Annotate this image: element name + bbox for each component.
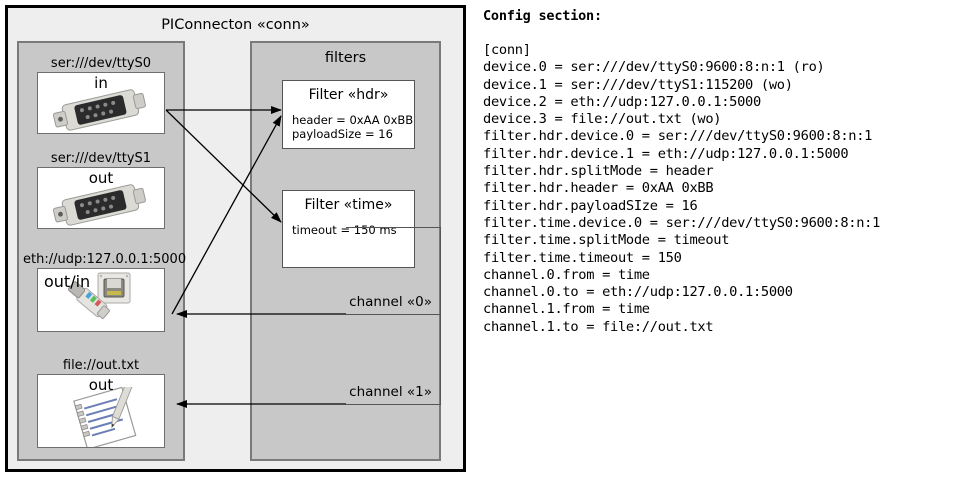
filter-property: timeout = 150 ms — [292, 223, 397, 237]
config-line: filter.time.splitMode = timeout — [483, 232, 730, 249]
config-line: channel.0.to = eth://udp:127.0.0.1:5000 — [483, 284, 793, 301]
channel-label: channel «0» — [349, 294, 432, 310]
config-line: filter.hdr.payloadSIze = 16 — [483, 197, 698, 214]
filter-property: payloadSize = 16 — [292, 127, 393, 141]
config-lines: [conn]device.0 = ser:///dev/ttyS0:9600:8… — [483, 42, 961, 336]
device-box[interactable]: out/in — [37, 268, 165, 332]
filters-panel-title: filters — [324, 50, 367, 66]
serial-port-icon — [52, 184, 146, 226]
ethernet-icon — [67, 272, 131, 319]
device-box[interactable]: out — [37, 167, 165, 229]
config-line: filter.time.device.0 = ser:///dev/ttyS0:… — [483, 214, 881, 231]
device-ethernet[interactable]: eth://udp:127.0.0.1:5000 out/in — [23, 252, 187, 332]
channel-0-box[interactable]: channel «0» — [346, 227, 441, 315]
config-line: filter.hdr.header = 0xAA 0xBB — [483, 180, 714, 197]
device-direction: in — [94, 74, 108, 92]
device-box[interactable]: in — [37, 72, 165, 134]
config-line: filter.hdr.device.0 = ser:///dev/ttyS0:9… — [483, 128, 873, 145]
device-direction: out — [88, 376, 114, 394]
device-label: file://out.txt — [62, 358, 140, 373]
serial-port-icon — [52, 89, 146, 131]
config-line: [conn] — [483, 42, 531, 58]
config-line: channel.1.from = time — [483, 301, 650, 318]
device-serial-0[interactable]: ser:///dev/ttyS0 in — [29, 56, 173, 134]
config-line: channel.0.from = time — [483, 266, 650, 283]
channel-1-box[interactable]: channel «1» — [346, 315, 441, 405]
config-line: filter.hdr.splitMode = header — [483, 163, 714, 180]
filter-property: header = 0xAA 0xBB — [292, 113, 414, 127]
text-file-icon — [73, 387, 137, 447]
filter-title: Filter «time» — [304, 197, 393, 213]
device-box[interactable]: out — [37, 374, 165, 448]
filter-hdr-box[interactable]: Filter «hdr» header = 0xAA 0xBB payloadS… — [282, 80, 415, 149]
device-label: ser:///dev/ttyS0 — [50, 56, 152, 71]
component-title: PIConnecton «conn» — [161, 17, 310, 33]
config-line: filter.hdr.device.1 = eth://udp:127.0.0.… — [483, 145, 849, 162]
config-line: filter.time.timeout = 150 — [483, 249, 682, 266]
filter-title: Filter «hdr» — [308, 87, 389, 103]
device-label: ser:///dev/ttyS1 — [50, 151, 152, 166]
device-direction: out/in — [44, 272, 91, 291]
device-serial-1[interactable]: ser:///dev/ttyS1 out — [29, 151, 173, 229]
device-direction: out — [88, 169, 114, 187]
config-line: device.2 = eth://udp:127.0.0.1:5000 — [483, 93, 761, 110]
config-line: device.3 = file://out.txt (wo) — [483, 111, 722, 128]
config-line: device.1 = ser:///dev/ttyS1:115200 (wo) — [483, 76, 793, 93]
device-label: eth://udp:127.0.0.1:5000 — [23, 252, 187, 267]
device-file[interactable]: file://out.txt out — [29, 358, 173, 448]
config-section: Config section: [conn]device.0 = ser:///… — [483, 8, 961, 336]
channel-label: channel «1» — [349, 384, 432, 400]
config-line: device.0 = ser:///dev/ttyS0:9600:8:n:1 (… — [483, 59, 825, 76]
filter-time-box[interactable]: Filter «time» timeout = 150 ms — [282, 190, 415, 268]
config-heading: Config section: — [483, 8, 602, 24]
config-line: channel.1.to = file://out.txt — [483, 318, 714, 335]
